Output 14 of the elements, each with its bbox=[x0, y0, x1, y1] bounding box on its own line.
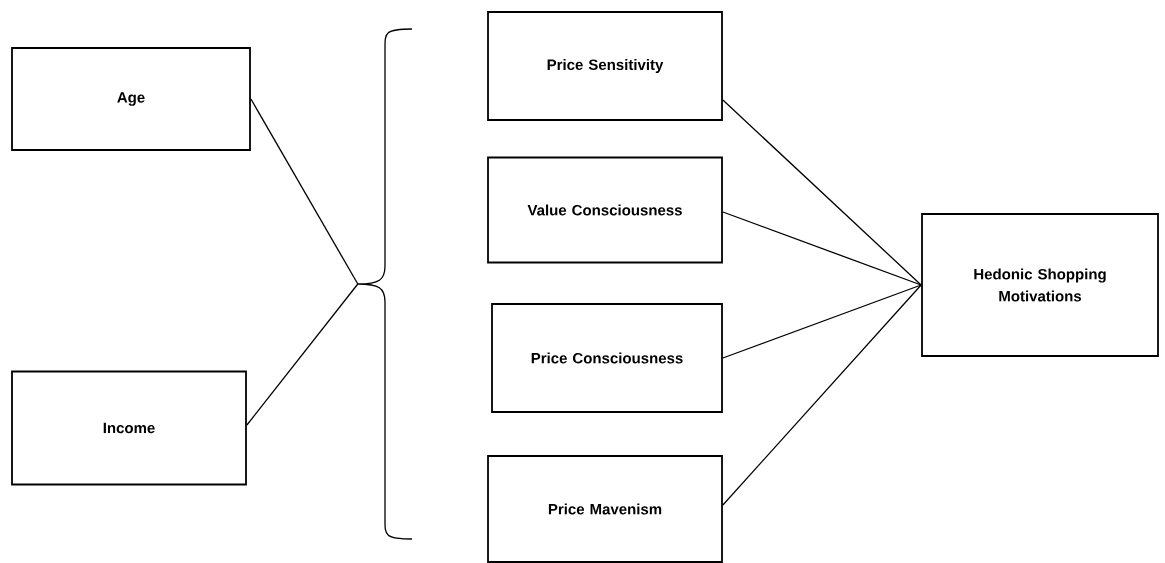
process-box: Hedonic Shopping Motivations bbox=[921, 213, 1159, 357]
connector-line bbox=[250, 98, 359, 285]
connector-line bbox=[722, 284, 922, 506]
process-box: Price Sensitivity bbox=[487, 11, 723, 121]
process-box: Income bbox=[11, 370, 247, 486]
process-box: Age bbox=[11, 47, 251, 151]
connector-line bbox=[722, 284, 922, 359]
connector-line bbox=[722, 99, 922, 286]
connector-line bbox=[246, 283, 359, 426]
curly-bracket bbox=[357, 28, 413, 540]
process-box: Value Consciousness bbox=[487, 156, 723, 264]
process-box: Price Consciousness bbox=[491, 303, 723, 413]
connector-line bbox=[722, 211, 922, 286]
process-box: Price Mavenism bbox=[487, 455, 723, 563]
